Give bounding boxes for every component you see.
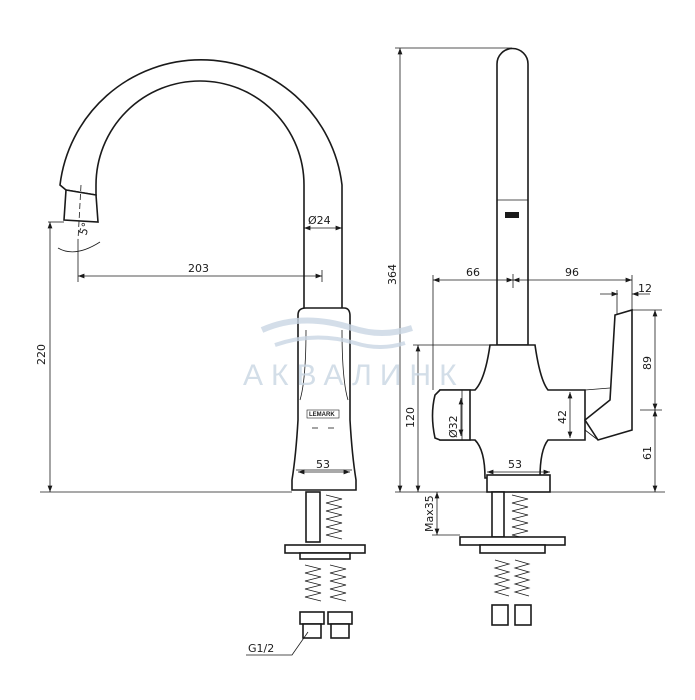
- side-view-dimensions: 220 203 Ø24 5° 53 G1/2: [35, 214, 350, 656]
- spout: [59, 59, 343, 311]
- pipe-diameter-label: Ø24: [308, 214, 331, 227]
- spout-height-label: 220: [35, 344, 48, 365]
- left-offset-label: 66: [466, 266, 480, 279]
- side-base-width-label: 53: [316, 458, 330, 471]
- watermark-text: АКВАЛИНК: [243, 359, 465, 392]
- front-base-width-label: 53: [508, 458, 522, 471]
- watermark: АКВАЛИНК: [243, 317, 465, 392]
- thread-label: G1/2: [248, 642, 274, 655]
- angle-label: 5°: [77, 221, 93, 237]
- front-base: [486, 474, 551, 493]
- lever-offset-label: 12: [638, 282, 652, 295]
- lever-height-label: 89: [641, 356, 654, 370]
- front-view-dimensions: 364 120 Max35 66 96 12 89 61 Ø32 42 53: [386, 47, 662, 536]
- max-thickness-label: Max35: [423, 495, 436, 532]
- total-height-label: 364: [386, 264, 399, 285]
- right-offset-label: 96: [565, 266, 579, 279]
- mounting-plate: [284, 544, 366, 554]
- arm-height-label: 42: [556, 410, 569, 424]
- spout-pipe: [496, 47, 529, 346]
- faucet-body: [291, 307, 357, 491]
- logo: LEMARK: [309, 412, 335, 418]
- side-view: LEMARK: [40, 59, 366, 639]
- reach-label: 203: [188, 262, 209, 275]
- lever-base-label: 61: [641, 446, 654, 460]
- body-height-label: 120: [404, 407, 417, 428]
- knob-diameter-label: Ø32: [447, 415, 460, 438]
- lever-handle: [583, 308, 633, 441]
- spout-nozzle: [63, 189, 99, 223]
- front-mounting-plate: [459, 536, 566, 546]
- front-view: [395, 47, 665, 626]
